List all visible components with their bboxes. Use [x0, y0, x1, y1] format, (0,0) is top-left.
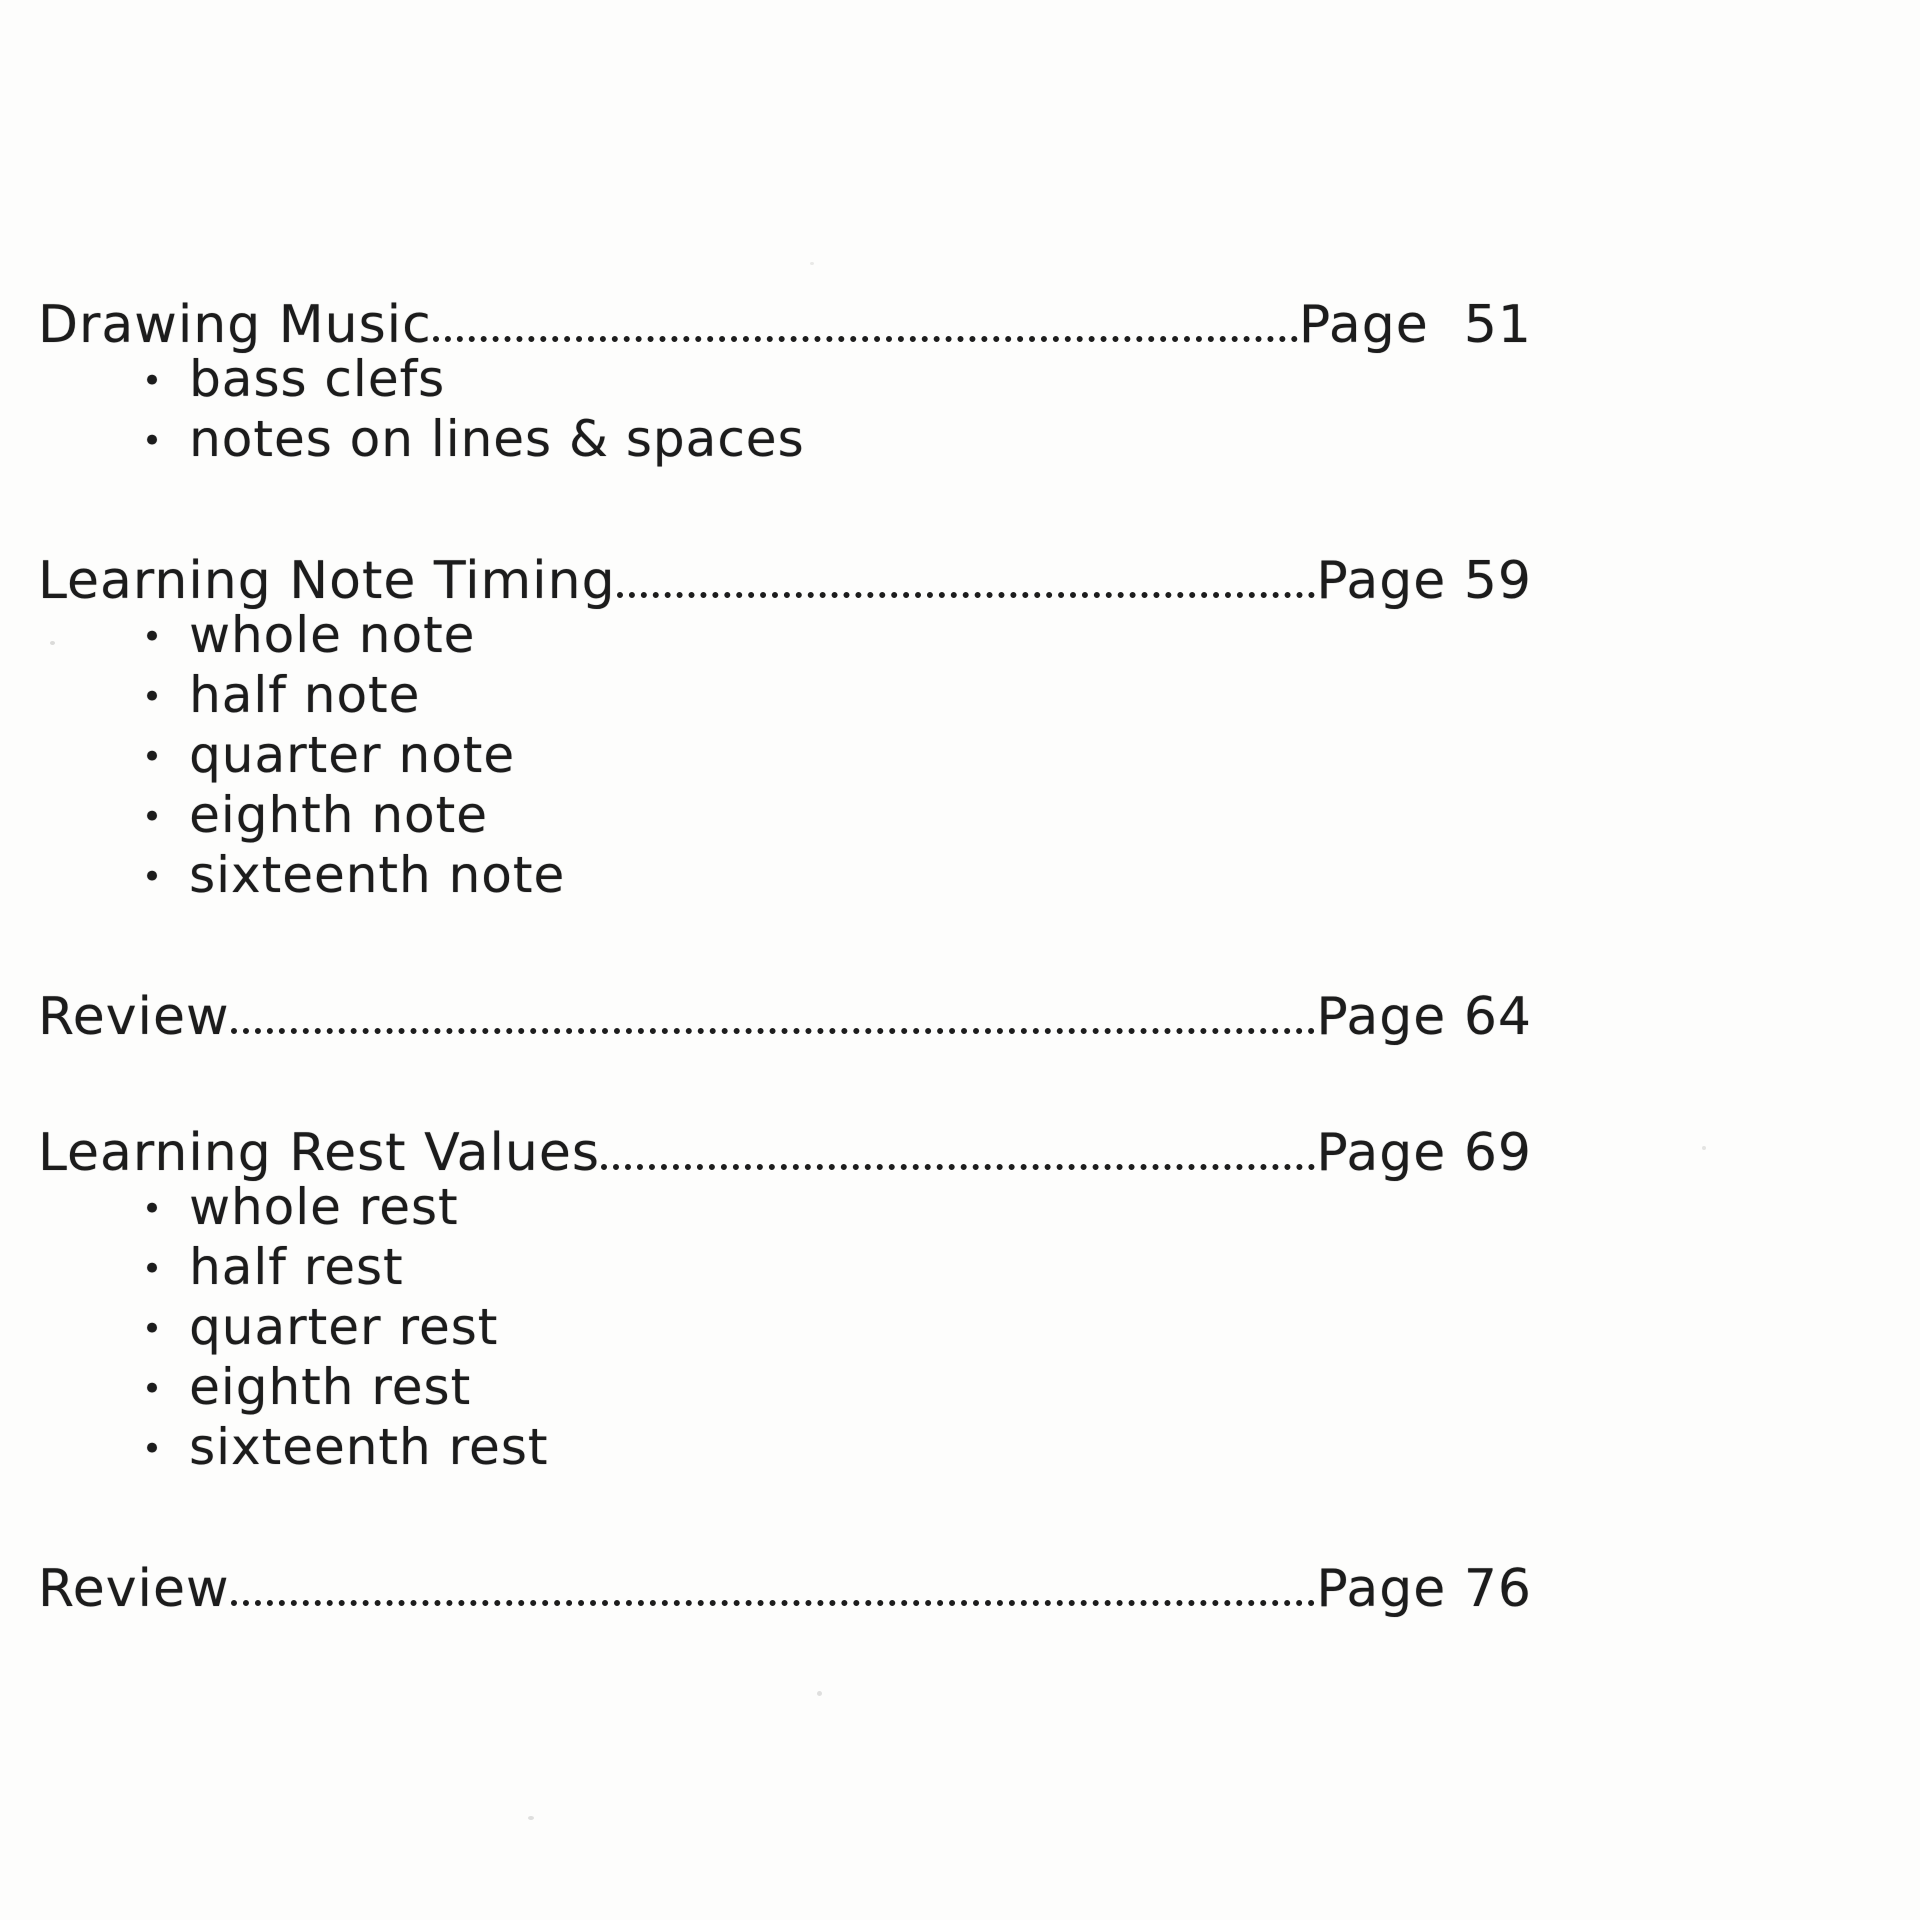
toc-subitem: • quarter rest: [142, 1300, 1532, 1360]
dotted-leader: [230, 1600, 1316, 1606]
bullet-icon: •: [142, 857, 164, 897]
toc-subitem-label: eighth rest: [189, 1358, 472, 1416]
toc-entry-page-number: Page 64: [1316, 987, 1532, 1047]
toc-subitem-label: sixteenth rest: [189, 1418, 549, 1476]
bullet-icon: •: [142, 1309, 164, 1349]
bullet-icon: •: [142, 1249, 164, 1289]
toc-entry-page-number: Page 69: [1316, 1123, 1532, 1183]
toc-subitem-list: • whole rest • half rest • quarter rest …: [38, 1180, 1532, 1480]
toc-entry-row: Review Page 64: [38, 990, 1532, 1044]
toc-subitem: • eighth rest: [142, 1360, 1532, 1420]
toc-subitem-label: quarter note: [189, 726, 516, 784]
scan-speck: [528, 1816, 534, 1820]
toc-subitem: • sixteenth rest: [142, 1420, 1532, 1480]
toc-subitem: • eighth note: [142, 788, 1532, 848]
toc-subitem: • notes on lines & spaces: [142, 412, 1532, 472]
toc-subitem-label: bass clefs: [189, 350, 446, 408]
toc-entry-title: Review: [38, 1559, 230, 1619]
toc-entry-row: Review Page 76: [38, 1562, 1532, 1616]
scan-speck: [50, 641, 55, 645]
dotted-leader: [616, 592, 1316, 598]
scan-speck: [817, 1691, 822, 1696]
dotted-leader: [230, 1028, 1316, 1034]
toc-subitem: • whole rest: [142, 1180, 1532, 1240]
toc-entry-row: Learning Rest Values Page 69: [38, 1126, 1532, 1180]
toc-subitem-label: whole rest: [189, 1178, 459, 1236]
dotted-leader: [432, 336, 1298, 342]
toc-subitem-label: sixteenth note: [189, 846, 566, 904]
toc-entry-title: Learning Rest Values: [38, 1123, 600, 1183]
scan-speck: [810, 262, 814, 265]
scan-speck: [1702, 1146, 1706, 1150]
toc-subitem-label: quarter rest: [189, 1298, 499, 1356]
toc-subitem-list: • bass clefs • notes on lines & spaces: [38, 352, 1532, 472]
toc-subitem-label: eighth note: [189, 786, 488, 844]
toc-entry-page-number: Page 51: [1298, 295, 1532, 355]
toc-section: Review Page 64: [38, 990, 1532, 1044]
toc-subitem-label: whole note: [189, 606, 476, 664]
toc-subitem: • quarter note: [142, 728, 1532, 788]
toc-subitem-label: notes on lines & spaces: [189, 410, 805, 468]
toc-entry-title: Drawing Music: [38, 295, 432, 355]
toc-entry-title: Review: [38, 987, 230, 1047]
table-of-contents: Drawing Music Page 51 • bass clefs • not…: [38, 298, 1532, 1616]
bullet-icon: •: [142, 617, 164, 657]
toc-section: Drawing Music Page 51 • bass clefs • not…: [38, 298, 1532, 472]
toc-subitem: • half rest: [142, 1240, 1532, 1300]
toc-entry-row: Learning Note Timing Page 59: [38, 554, 1532, 608]
bullet-icon: •: [142, 1369, 164, 1409]
bullet-icon: •: [142, 797, 164, 837]
toc-entry-row: Drawing Music Page 51: [38, 298, 1532, 352]
toc-subitem: • half note: [142, 668, 1532, 728]
bullet-icon: •: [142, 361, 164, 401]
toc-subitem-label: half note: [189, 666, 421, 724]
toc-subitem-list: • whole note • half note • quarter note …: [38, 608, 1532, 908]
toc-subitem: • bass clefs: [142, 352, 1532, 412]
toc-entry-page-number: Page 76: [1316, 1559, 1532, 1619]
toc-subitem-label: half rest: [189, 1238, 404, 1296]
dotted-leader: [600, 1164, 1316, 1170]
bullet-icon: •: [142, 737, 164, 777]
toc-entry-page-number: Page 59: [1316, 551, 1532, 611]
toc-entry-title: Learning Note Timing: [38, 551, 616, 611]
bullet-icon: •: [142, 677, 164, 717]
bullet-icon: •: [142, 1429, 164, 1469]
toc-subitem: • whole note: [142, 608, 1532, 668]
bullet-icon: •: [142, 421, 164, 461]
toc-section: Learning Rest Values Page 69 • whole res…: [38, 1126, 1532, 1480]
bullet-icon: •: [142, 1189, 164, 1229]
toc-subitem: • sixteenth note: [142, 848, 1532, 908]
toc-section: Learning Note Timing Page 59 • whole not…: [38, 554, 1532, 908]
toc-section: Review Page 76: [38, 1562, 1532, 1616]
